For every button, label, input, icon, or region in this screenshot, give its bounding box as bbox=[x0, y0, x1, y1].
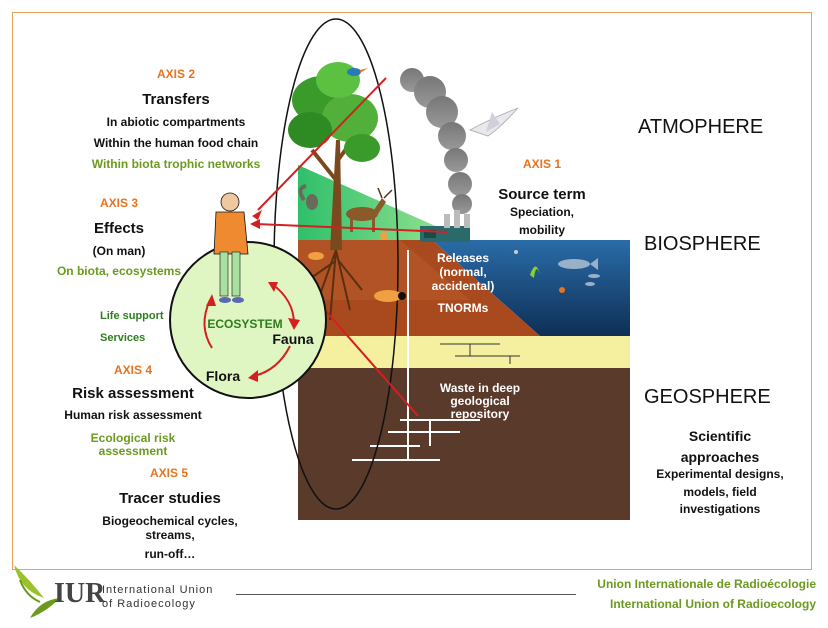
scientific-line4: models, field bbox=[683, 485, 757, 499]
axis2-line1: In abiotic compartments bbox=[106, 115, 246, 129]
axis5-line2: streams, bbox=[145, 528, 195, 542]
axis3-label: AXIS 3 bbox=[99, 196, 138, 210]
geosphere-label: GEOSPHERE bbox=[644, 386, 771, 408]
iur-leaf-logo bbox=[14, 565, 60, 618]
biosphere-label: BIOSPHERE bbox=[644, 233, 761, 255]
waste-line1: Waste in deep bbox=[439, 381, 521, 395]
axis2-title: Transfers bbox=[142, 91, 210, 108]
radioactive-icon bbox=[398, 292, 406, 300]
axis2-label: AXIS 2 bbox=[156, 67, 195, 81]
waste-line2: geological bbox=[450, 394, 510, 408]
scientific-line2: approaches bbox=[680, 449, 760, 465]
axis1-line1: Speciation, bbox=[509, 205, 574, 219]
axis5-title: Tracer studies bbox=[119, 490, 221, 507]
axis5-label: AXIS 5 bbox=[149, 466, 188, 480]
diagram-frame bbox=[12, 12, 812, 570]
logo-line2: of Radioecology bbox=[102, 598, 196, 610]
axis5-line1: Biogeochemical cycles, bbox=[102, 514, 238, 528]
geosphere-deep-layer bbox=[298, 368, 630, 520]
axis1-line2: mobility bbox=[518, 223, 565, 237]
axis4-line3: assessment bbox=[98, 444, 168, 458]
human-figure bbox=[213, 192, 249, 303]
scientific-line3: Experimental designs, bbox=[656, 467, 784, 481]
deer-icon bbox=[346, 187, 393, 232]
axis3-title: Effects bbox=[93, 220, 145, 237]
ecosystem-label: ECOSYSTEM bbox=[207, 317, 283, 331]
axis3-line1: (On man) bbox=[92, 244, 146, 258]
clay-layer bbox=[298, 336, 630, 368]
axis4-line1: Human risk assessment bbox=[64, 408, 202, 422]
axis4-title: Risk assessment bbox=[72, 385, 194, 402]
logo-line1: International Union bbox=[102, 584, 214, 596]
axis4-label: AXIS 4 bbox=[113, 363, 152, 377]
flora-label: Flora bbox=[205, 368, 241, 384]
fauna-label: Fauna bbox=[272, 331, 314, 347]
footer-fr: Union Internationale de Radioécologie bbox=[597, 577, 816, 591]
axis2-line2: Within the human food chain bbox=[93, 136, 259, 150]
kingfisher-icon bbox=[347, 68, 368, 76]
repository-tunnels bbox=[352, 250, 480, 461]
soil-organisms bbox=[308, 232, 402, 302]
factory-icon bbox=[420, 210, 470, 242]
soil-shade bbox=[298, 240, 470, 300]
scientific-line1: Scientific bbox=[688, 428, 752, 444]
support-line1: Life support bbox=[100, 310, 164, 322]
releases-line4: TNORMs bbox=[437, 301, 489, 315]
footer-divider bbox=[236, 594, 576, 595]
atmosphere-label: ATMOPHERE bbox=[638, 116, 764, 138]
axis3-line2: On biota, ecosystems bbox=[56, 264, 182, 278]
water-life bbox=[514, 250, 600, 293]
smoke-plume bbox=[400, 68, 472, 214]
squirrel-icon bbox=[298, 184, 318, 210]
clay-cracks bbox=[440, 343, 520, 364]
waste-line3: repository bbox=[450, 407, 510, 421]
axis2-line3: Within biota trophic networks bbox=[91, 157, 261, 171]
cycle-arrowheads bbox=[206, 282, 300, 382]
seagull-icon bbox=[469, 107, 519, 137]
releases-line2: (normal, bbox=[439, 265, 487, 279]
releases-line1: Releases bbox=[436, 251, 490, 265]
footer-en: International Union of Radioecology bbox=[609, 597, 816, 611]
logo-mark: IUR bbox=[54, 578, 106, 609]
axis1-label: AXIS 1 bbox=[522, 157, 561, 171]
scientific-line5: investigations bbox=[679, 502, 761, 516]
axis5-line3: run-off… bbox=[144, 547, 196, 561]
axis1-title: Source term bbox=[498, 186, 586, 203]
releases-line3: accidental) bbox=[431, 279, 495, 293]
axis4-line2: Ecological risk bbox=[90, 431, 176, 445]
ecosystem-circle bbox=[169, 241, 327, 399]
support-line2: Services bbox=[100, 332, 146, 344]
